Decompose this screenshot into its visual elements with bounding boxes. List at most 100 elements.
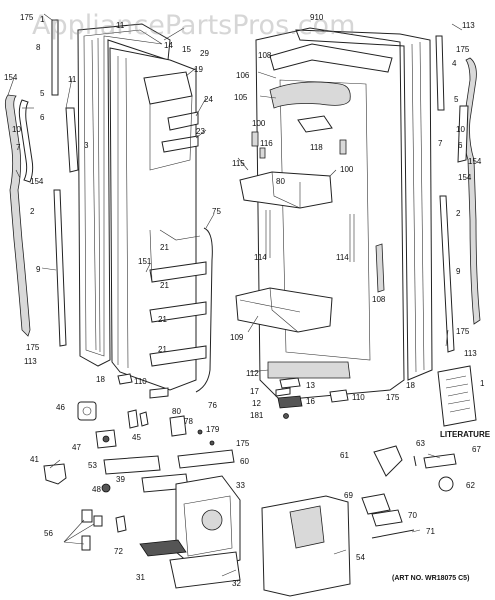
ring-62 (438, 476, 454, 492)
cabinet-outer (255, 27, 405, 401)
callout-label: 115 (232, 159, 245, 168)
callout-label: 80 (276, 177, 285, 186)
housing-32 (169, 551, 241, 589)
callout-label: 80 (172, 407, 181, 416)
callout-label: 61 (340, 451, 349, 460)
switch-56a (81, 509, 93, 523)
callout-label: 53 (88, 461, 97, 470)
callout-label: 7 (16, 143, 21, 152)
left-door-gasket (91, 37, 101, 353)
callout-label: 175 (26, 343, 40, 352)
callout-label: 154 (4, 73, 18, 82)
callout-label: 110 (134, 377, 147, 386)
hinge-110-right (329, 389, 349, 403)
callout-label: 62 (466, 481, 475, 490)
callout-label: 10 (12, 125, 21, 134)
callout-label: 113 (462, 21, 475, 30)
callout-label: 154 (458, 173, 472, 182)
callout-label: 78 (184, 417, 193, 426)
part-70 (371, 509, 403, 527)
chute-61 (373, 445, 403, 477)
cabinet-liner (279, 79, 371, 361)
part-17 (275, 387, 291, 397)
callout-label: 175 (386, 393, 400, 402)
callout-label: 45 (132, 433, 141, 442)
callout-label: 910 (310, 13, 324, 22)
bracket-67 (423, 453, 457, 469)
callout-label: 113 (464, 349, 477, 358)
hinge-110 (117, 373, 133, 385)
watermark: AppliancePartsPros.com (32, 10, 355, 41)
shelf-109-lip (239, 287, 301, 333)
callout-label: 114 (254, 253, 267, 262)
callout-label: 3 (84, 141, 89, 150)
left-door-liner-edge (117, 56, 129, 369)
door-shelf-21c (149, 345, 207, 367)
air-duct-106 (269, 81, 351, 109)
callout-label: 54 (356, 553, 365, 562)
clip-100-left (251, 131, 259, 147)
callout-label: 6 (458, 141, 463, 150)
callout-label: 2 (456, 209, 461, 218)
switch-56c (81, 535, 91, 551)
callout-label: 105 (234, 93, 248, 102)
part-45b (139, 411, 149, 427)
switch-56b (93, 515, 103, 527)
callout-label: 10 (456, 125, 465, 134)
part-72 (115, 515, 127, 533)
callout-label: 118 (310, 143, 323, 152)
callout-label: 1 (480, 379, 485, 388)
door-handle-left-inner (18, 99, 34, 183)
art-number: (ART NO. WR18075 C5) (392, 575, 469, 582)
callout-label: 11 (68, 75, 77, 84)
callout-label: 47 (72, 443, 81, 452)
clip-100-right (339, 139, 347, 155)
callout-label: 4 (452, 59, 457, 68)
callout-label: 56 (44, 529, 53, 538)
callout-label: 32 (232, 579, 241, 588)
callout-label: 15 (182, 45, 191, 54)
callout-label: 179 (206, 425, 220, 434)
callout-label: 13 (306, 381, 315, 390)
door-handle-right-inner (457, 105, 469, 163)
right-door-gasket (411, 41, 425, 373)
left-door-frame-inner (83, 29, 163, 357)
callout-label: 72 (114, 547, 123, 556)
left-door-liner (109, 47, 197, 391)
bracket-41 (43, 463, 67, 485)
door-trim-9-right (439, 195, 455, 353)
part-46-knob (82, 406, 92, 416)
shelf-ladder-left-114 (265, 210, 271, 258)
part-12-16 (277, 395, 303, 409)
callout-label: 60 (240, 457, 249, 466)
door-shelf-21a (149, 261, 207, 283)
bin-80-divider (271, 171, 301, 209)
callout-label: 110 (352, 393, 365, 402)
callout-label: 41 (30, 455, 39, 464)
callout-label: 18 (406, 381, 415, 390)
callout-label: 113 (24, 357, 37, 366)
callout-label: 71 (426, 527, 435, 536)
callout-label: 2 (30, 207, 35, 216)
bracket-80 (149, 387, 169, 399)
callout-label: 5 (454, 95, 459, 104)
knob-48 (101, 483, 111, 493)
callout-label: 151 (138, 257, 152, 266)
bin-80 (239, 171, 333, 209)
callout-label: 21 (160, 243, 169, 252)
door-handle-3 (65, 107, 79, 173)
callout-label: 16 (306, 397, 315, 406)
plate-53 (103, 455, 161, 475)
callout-label: 154 (468, 157, 482, 166)
callout-label: 75 (212, 207, 221, 216)
tray-118 (297, 115, 333, 133)
callout-label: 175 (456, 327, 470, 336)
callout-label: 33 (236, 481, 245, 490)
callout-label: 23 (196, 127, 205, 136)
handle-60 (177, 449, 235, 469)
callout-label: 100 (340, 165, 354, 174)
callout-label: 5 (40, 89, 45, 98)
door-shelf-23 (161, 135, 199, 153)
dispenser-opening (201, 509, 223, 531)
